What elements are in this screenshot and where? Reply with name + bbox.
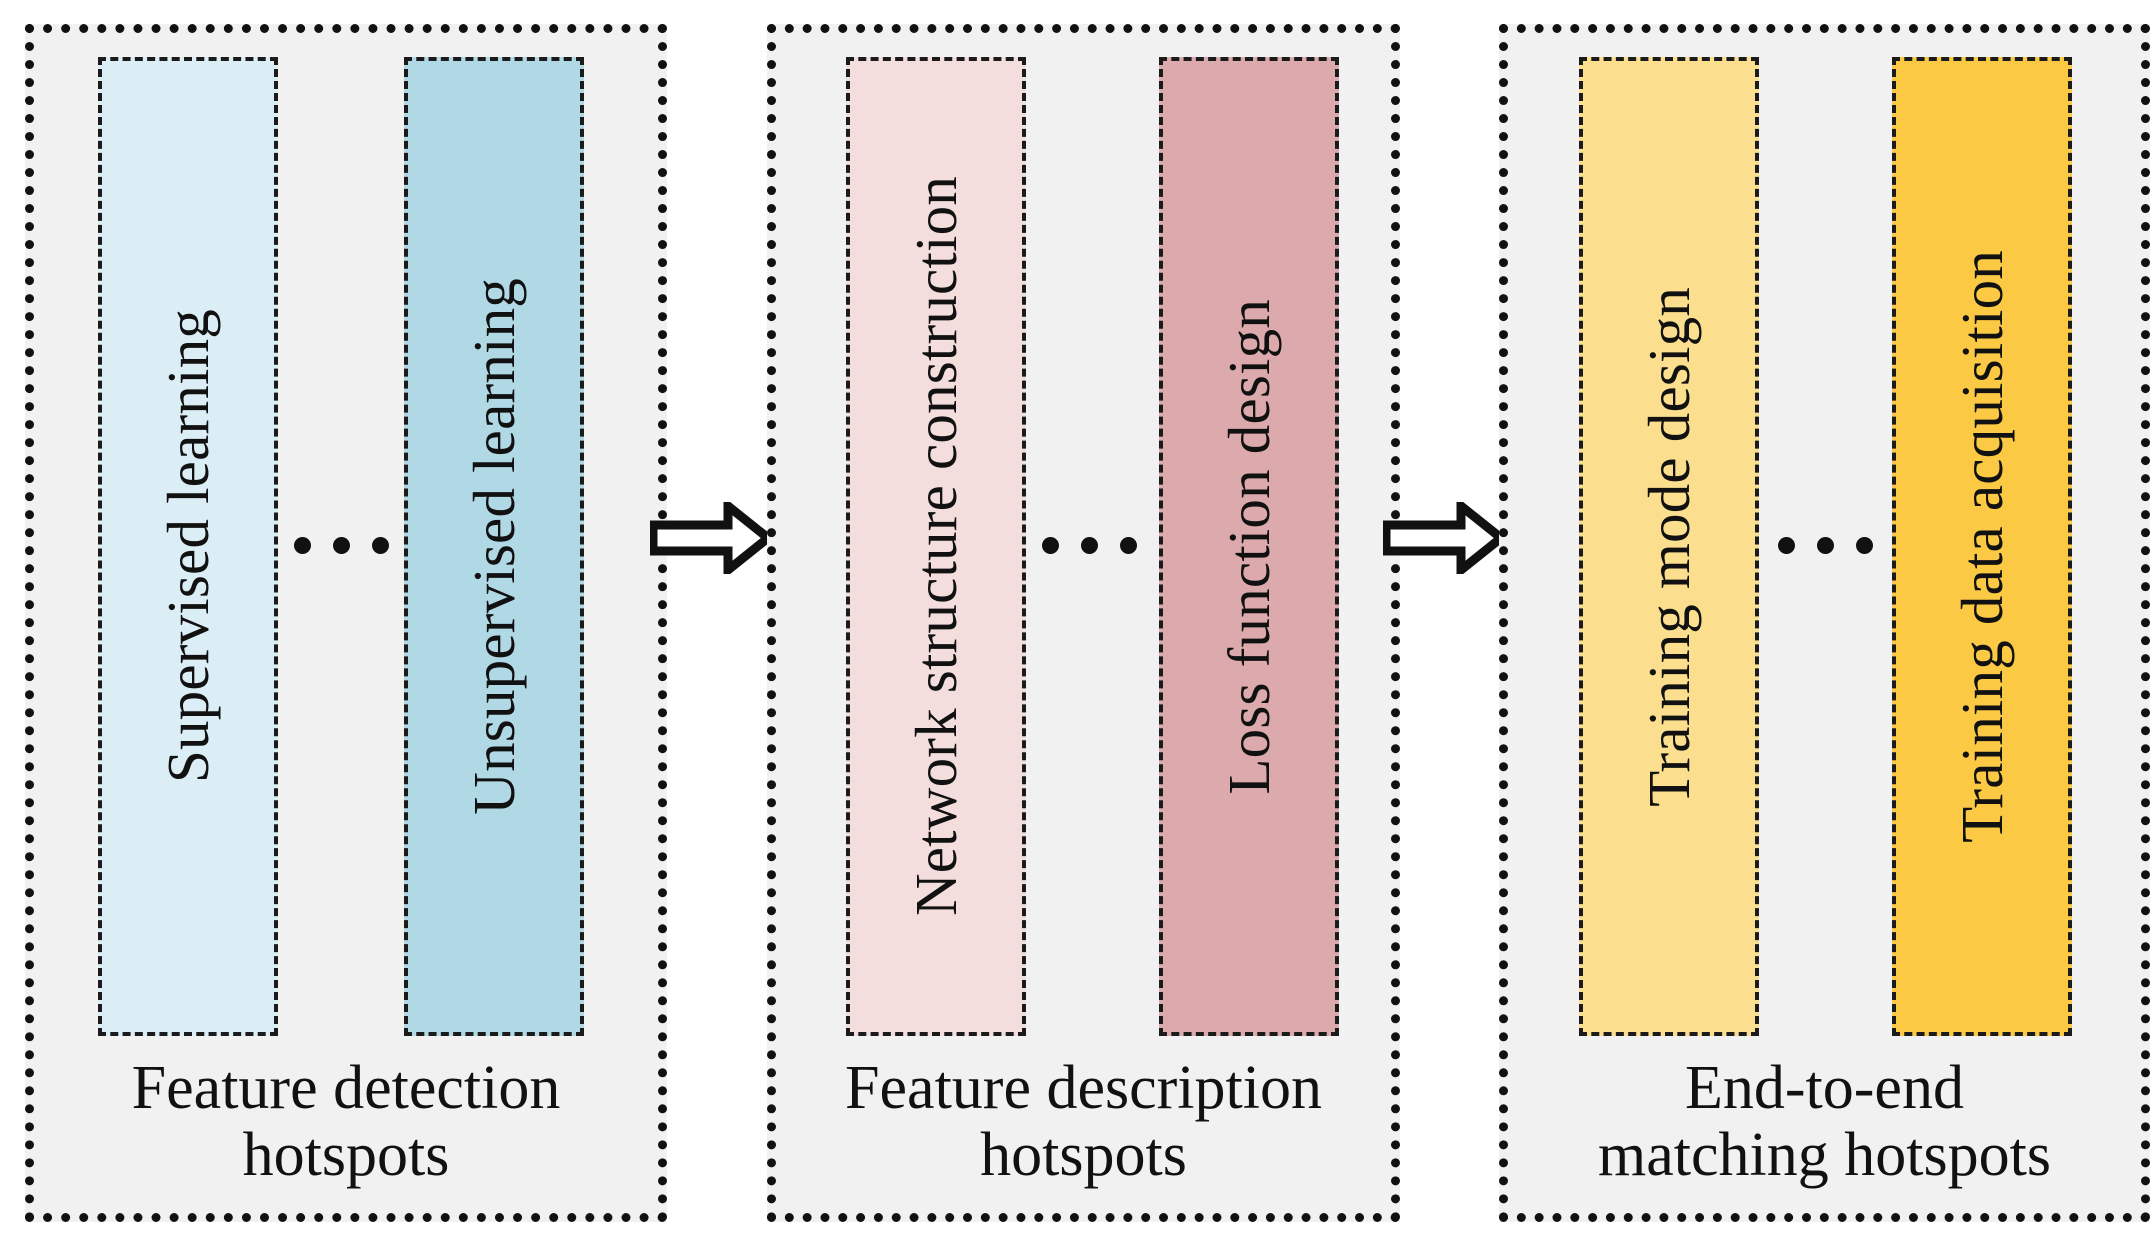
stage-panel-feature-detection: Supervised learning Unsupervised learnin… xyxy=(25,24,667,1222)
connector-arrow-2 xyxy=(1383,502,1505,574)
connector-arrow-1 xyxy=(650,502,772,574)
stage-caption-line-1: Feature description xyxy=(845,1054,1322,1122)
category-box-label: Supervised learning xyxy=(154,309,221,784)
category-box-training-mode-design[interactable]: Training mode design xyxy=(1579,57,1759,1036)
category-box-loss-function-design[interactable]: Loss function design xyxy=(1159,57,1339,1036)
stage-caption-line-1: Feature detection xyxy=(131,1054,561,1122)
category-box-label: Network structure construction xyxy=(902,176,969,917)
stage-panel-end-to-end-matching: Training mode design Training data acqui… xyxy=(1499,24,2150,1222)
category-box-label: Training mode design xyxy=(1635,286,1702,807)
right-block-arrow-icon xyxy=(650,502,772,574)
category-box-label: Training data acquisition xyxy=(1948,250,2015,843)
ellipsis-dot xyxy=(371,536,389,554)
ellipsis-dot xyxy=(1816,536,1834,554)
category-box-supervised-learning[interactable]: Supervised learning xyxy=(98,57,278,1036)
stage-caption-line-2: matching hotspots xyxy=(1598,1120,2051,1189)
stage-ellipsis-end-to-end-matching xyxy=(1770,525,1880,565)
ellipsis-dot xyxy=(1080,536,1098,554)
category-box-label: Unsupervised learning xyxy=(460,278,527,815)
stage-caption-line-1: End-to-end xyxy=(1685,1054,1964,1122)
right-block-arrow-icon xyxy=(1383,502,1505,574)
ellipsis-dot xyxy=(1855,536,1873,554)
stage-caption-line-2: hotspots xyxy=(242,1120,450,1189)
stage-caption-end-to-end-matching: End-to-end matching hotspots xyxy=(1508,1055,2141,1189)
ellipsis-dot xyxy=(293,536,311,554)
stage-caption-feature-description: Feature description hotspots xyxy=(776,1055,1391,1189)
category-box-network-structure-construction[interactable]: Network structure construction xyxy=(846,57,1026,1036)
category-box-unsupervised-learning[interactable]: Unsupervised learning xyxy=(404,57,584,1036)
category-box-training-data-acquisition[interactable]: Training data acquisition xyxy=(1892,57,2072,1036)
ellipsis-dot xyxy=(332,536,350,554)
stage-caption-line-2: hotspots xyxy=(980,1120,1187,1189)
category-box-label: Loss function design xyxy=(1215,298,1282,795)
stage-ellipsis-feature-detection xyxy=(286,525,396,565)
ellipsis-dot xyxy=(1119,536,1137,554)
ellipsis-dot xyxy=(1041,536,1059,554)
stage-panel-feature-description: Network structure construction Loss func… xyxy=(767,24,1400,1222)
stage-ellipsis-feature-description xyxy=(1034,525,1144,565)
ellipsis-dot xyxy=(1777,536,1795,554)
stage-caption-feature-detection: Feature detection hotspots xyxy=(34,1055,658,1189)
